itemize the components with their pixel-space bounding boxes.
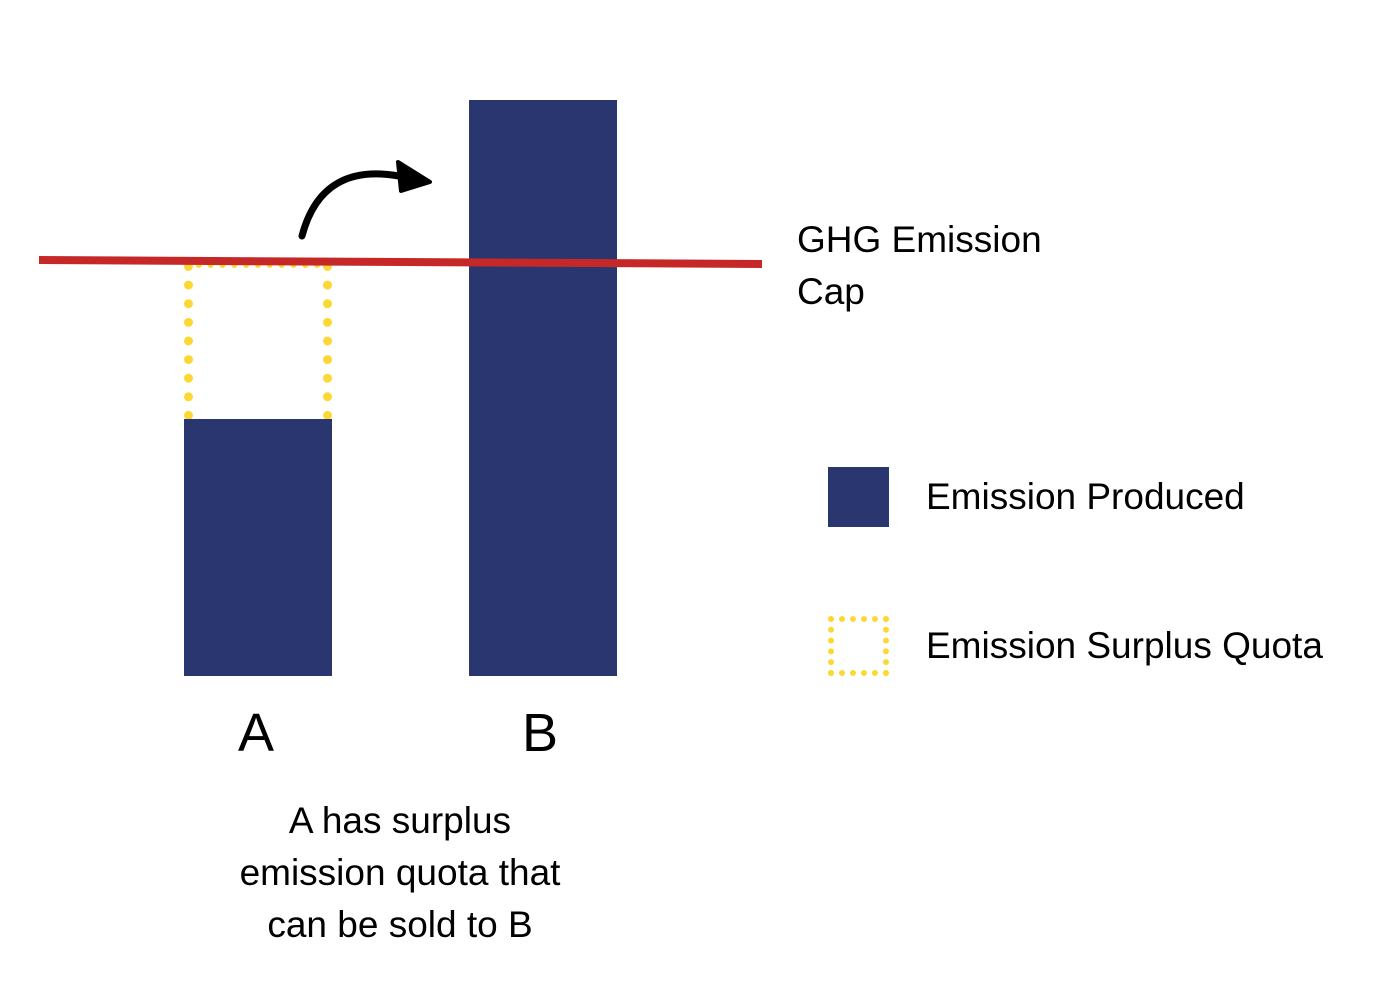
emission-cap-line: [38, 256, 763, 268]
legend-swatch-dotted-icon: [828, 616, 889, 676]
legend-item-emission-produced: Emission Produced: [828, 467, 1245, 527]
legend-label: Emission Surplus Quota: [926, 625, 1323, 666]
legend-swatch-solid-icon: [828, 467, 889, 527]
emission-cap-label-line-1: GHG Emission: [797, 219, 1042, 260]
caption-line-2: emission quota that: [239, 852, 561, 893]
curved-arrow-right-icon: [298, 160, 432, 240]
emission-cap-label: GHG Emission Cap: [797, 214, 1042, 318]
legend-item-emission-surplus-quota: Emission Surplus Quota: [828, 616, 1323, 676]
emission-cap-label-line-2: Cap: [797, 271, 865, 312]
bar-b-label: B: [522, 703, 559, 763]
caption-line-3: can be sold to B: [267, 904, 533, 945]
bar-a-emission-produced: [184, 419, 332, 676]
bar-b-emission-produced: [469, 100, 617, 676]
legend-label: Emission Produced: [926, 476, 1245, 517]
caption-line-1: A has surplus: [288, 800, 512, 841]
diagram-caption: A has surplus emission quota that can be…: [200, 795, 600, 951]
bar-a-label: A: [238, 703, 275, 763]
